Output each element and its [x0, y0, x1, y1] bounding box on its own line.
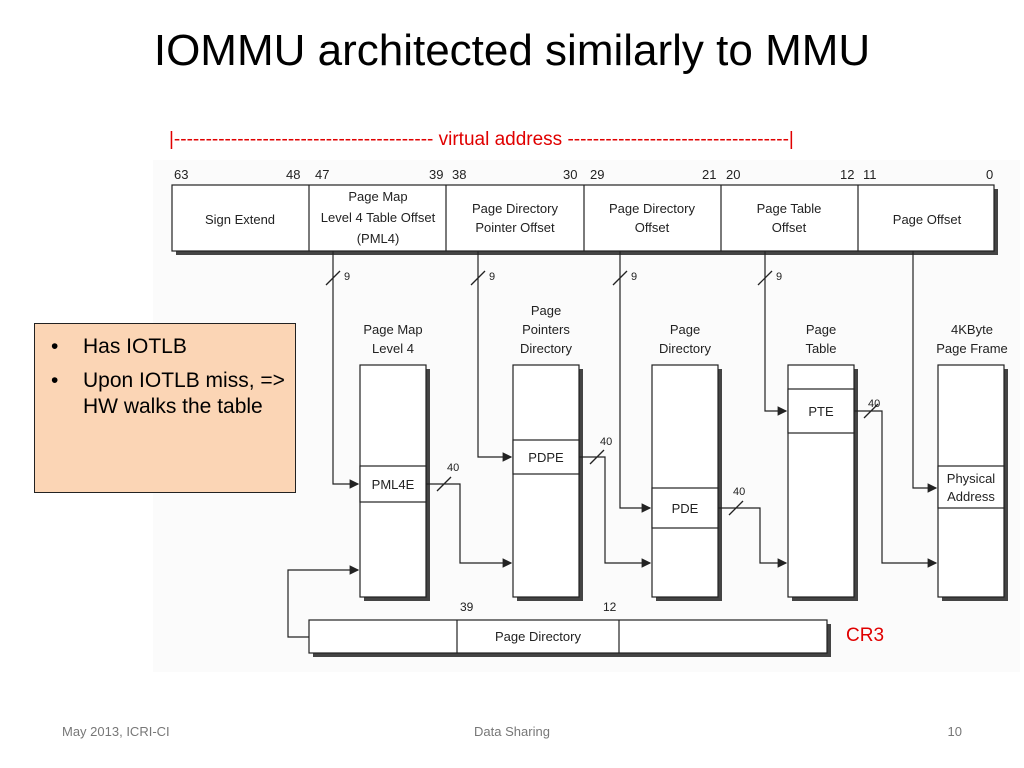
virtual-address-label: |---------------------------------------…	[169, 129, 794, 150]
physical-address-label: Physical	[947, 471, 996, 486]
bit-label: 0	[986, 167, 993, 182]
field-page-offset: Page Offset	[893, 212, 962, 227]
physical-address-label: Address	[947, 489, 995, 504]
width-label: 40	[600, 436, 612, 448]
physical-address-entry	[937, 465, 1005, 509]
bit-label: 39	[429, 167, 443, 182]
pdpe-entry	[512, 439, 580, 475]
pt-index-arrow	[764, 251, 788, 416]
pde-label: PDE	[672, 501, 699, 516]
bullet-glyph: •	[51, 335, 59, 358]
pde-entry	[651, 487, 719, 529]
field-pt-line1: Page Table	[757, 201, 822, 216]
table-header-frame: 4KByte	[951, 322, 993, 337]
bit-label: 63	[174, 167, 188, 182]
cr3-bit-label: 39	[460, 600, 474, 614]
field-pdp-line1: Page Directory	[472, 201, 558, 216]
pml4-index-arrow	[332, 251, 360, 489]
bit-label: 30	[563, 167, 577, 182]
field-pml4-line2: Level 4 Table Offset	[321, 210, 436, 225]
offset-arrow	[912, 251, 938, 493]
field-pd-line1: Page Directory	[609, 201, 695, 216]
virtual-address-register	[171, 184, 995, 252]
bullet-item: •Has IOTLB	[51, 335, 187, 358]
bit-label: 38	[452, 167, 466, 182]
bit-label: 47	[315, 167, 329, 182]
table-header-pdp: Page	[531, 303, 561, 318]
table-header-pdp: Directory	[520, 341, 573, 356]
table-header-pd: Page	[670, 322, 700, 337]
table-header-pdp: Pointers	[522, 322, 570, 337]
table-header-pml4: Level 4	[372, 341, 414, 356]
table-header-pt: Table	[805, 341, 836, 356]
bullet-box: •Has IOTLB •Upon IOTLB miss, => HW walks…	[34, 323, 296, 493]
footer-left: May 2013, ICRI-CI	[62, 724, 170, 739]
field-pml4-line1: Page Map	[348, 189, 407, 204]
pdp-index-arrow	[477, 251, 513, 462]
bullet-glyph: •	[51, 369, 59, 392]
pdp-base-arrow	[579, 456, 652, 568]
bit-label: 21	[702, 167, 716, 182]
field-pt-line2: Offset	[772, 220, 807, 235]
pml4-base-arrow	[426, 483, 513, 568]
pt-base-arrow	[854, 410, 938, 568]
cr3-arrow	[287, 565, 360, 638]
footer-center: Data Sharing	[474, 724, 550, 739]
table-header-frame: Page Frame	[936, 341, 1008, 356]
field-pd-line2: Offset	[635, 220, 670, 235]
slide-title: IOMMU architected similarly to MMU	[153, 26, 871, 75]
cr3-bit-label: 12	[603, 600, 617, 614]
width-label: 9	[489, 271, 495, 283]
table-header-pd: Directory	[659, 341, 712, 356]
pml4e-entry	[359, 465, 427, 503]
bit-label: 20	[726, 167, 740, 182]
width-label: 9	[344, 271, 350, 283]
pdpe-label: PDPE	[528, 450, 564, 465]
field-pdp-line2: Pointer Offset	[475, 220, 555, 235]
cr3-register	[308, 619, 828, 654]
table-header-pml4: Page Map	[363, 322, 422, 337]
pte-label: PTE	[808, 404, 834, 419]
footer-page-number: 10	[947, 724, 962, 739]
field-pml4-line3: (PML4)	[357, 231, 400, 246]
bullet-item: •Upon IOTLB miss, => HW walks the table	[51, 369, 285, 418]
pte-entry	[787, 388, 855, 434]
table-header-pt: Page	[806, 322, 836, 337]
cr3-label: CR3	[846, 625, 885, 646]
pd-table	[651, 364, 722, 601]
width-label: 40	[868, 398, 880, 410]
width-label: 40	[447, 462, 459, 474]
pd-base-arrow	[718, 507, 788, 568]
pdp-table	[512, 364, 583, 601]
width-label: 40	[733, 486, 745, 498]
bit-label: 29	[590, 167, 604, 182]
bit-label: 48	[286, 167, 300, 182]
bit-label: 11	[863, 167, 877, 182]
pml4e-label: PML4E	[372, 477, 415, 492]
width-label: 9	[776, 271, 782, 283]
bit-label: 12	[840, 167, 854, 182]
width-label: 9	[631, 271, 637, 283]
pd-index-arrow	[619, 251, 652, 513]
cr3-page-directory-label: Page Directory	[495, 629, 581, 644]
field-sign-extend: Sign Extend	[205, 212, 275, 227]
